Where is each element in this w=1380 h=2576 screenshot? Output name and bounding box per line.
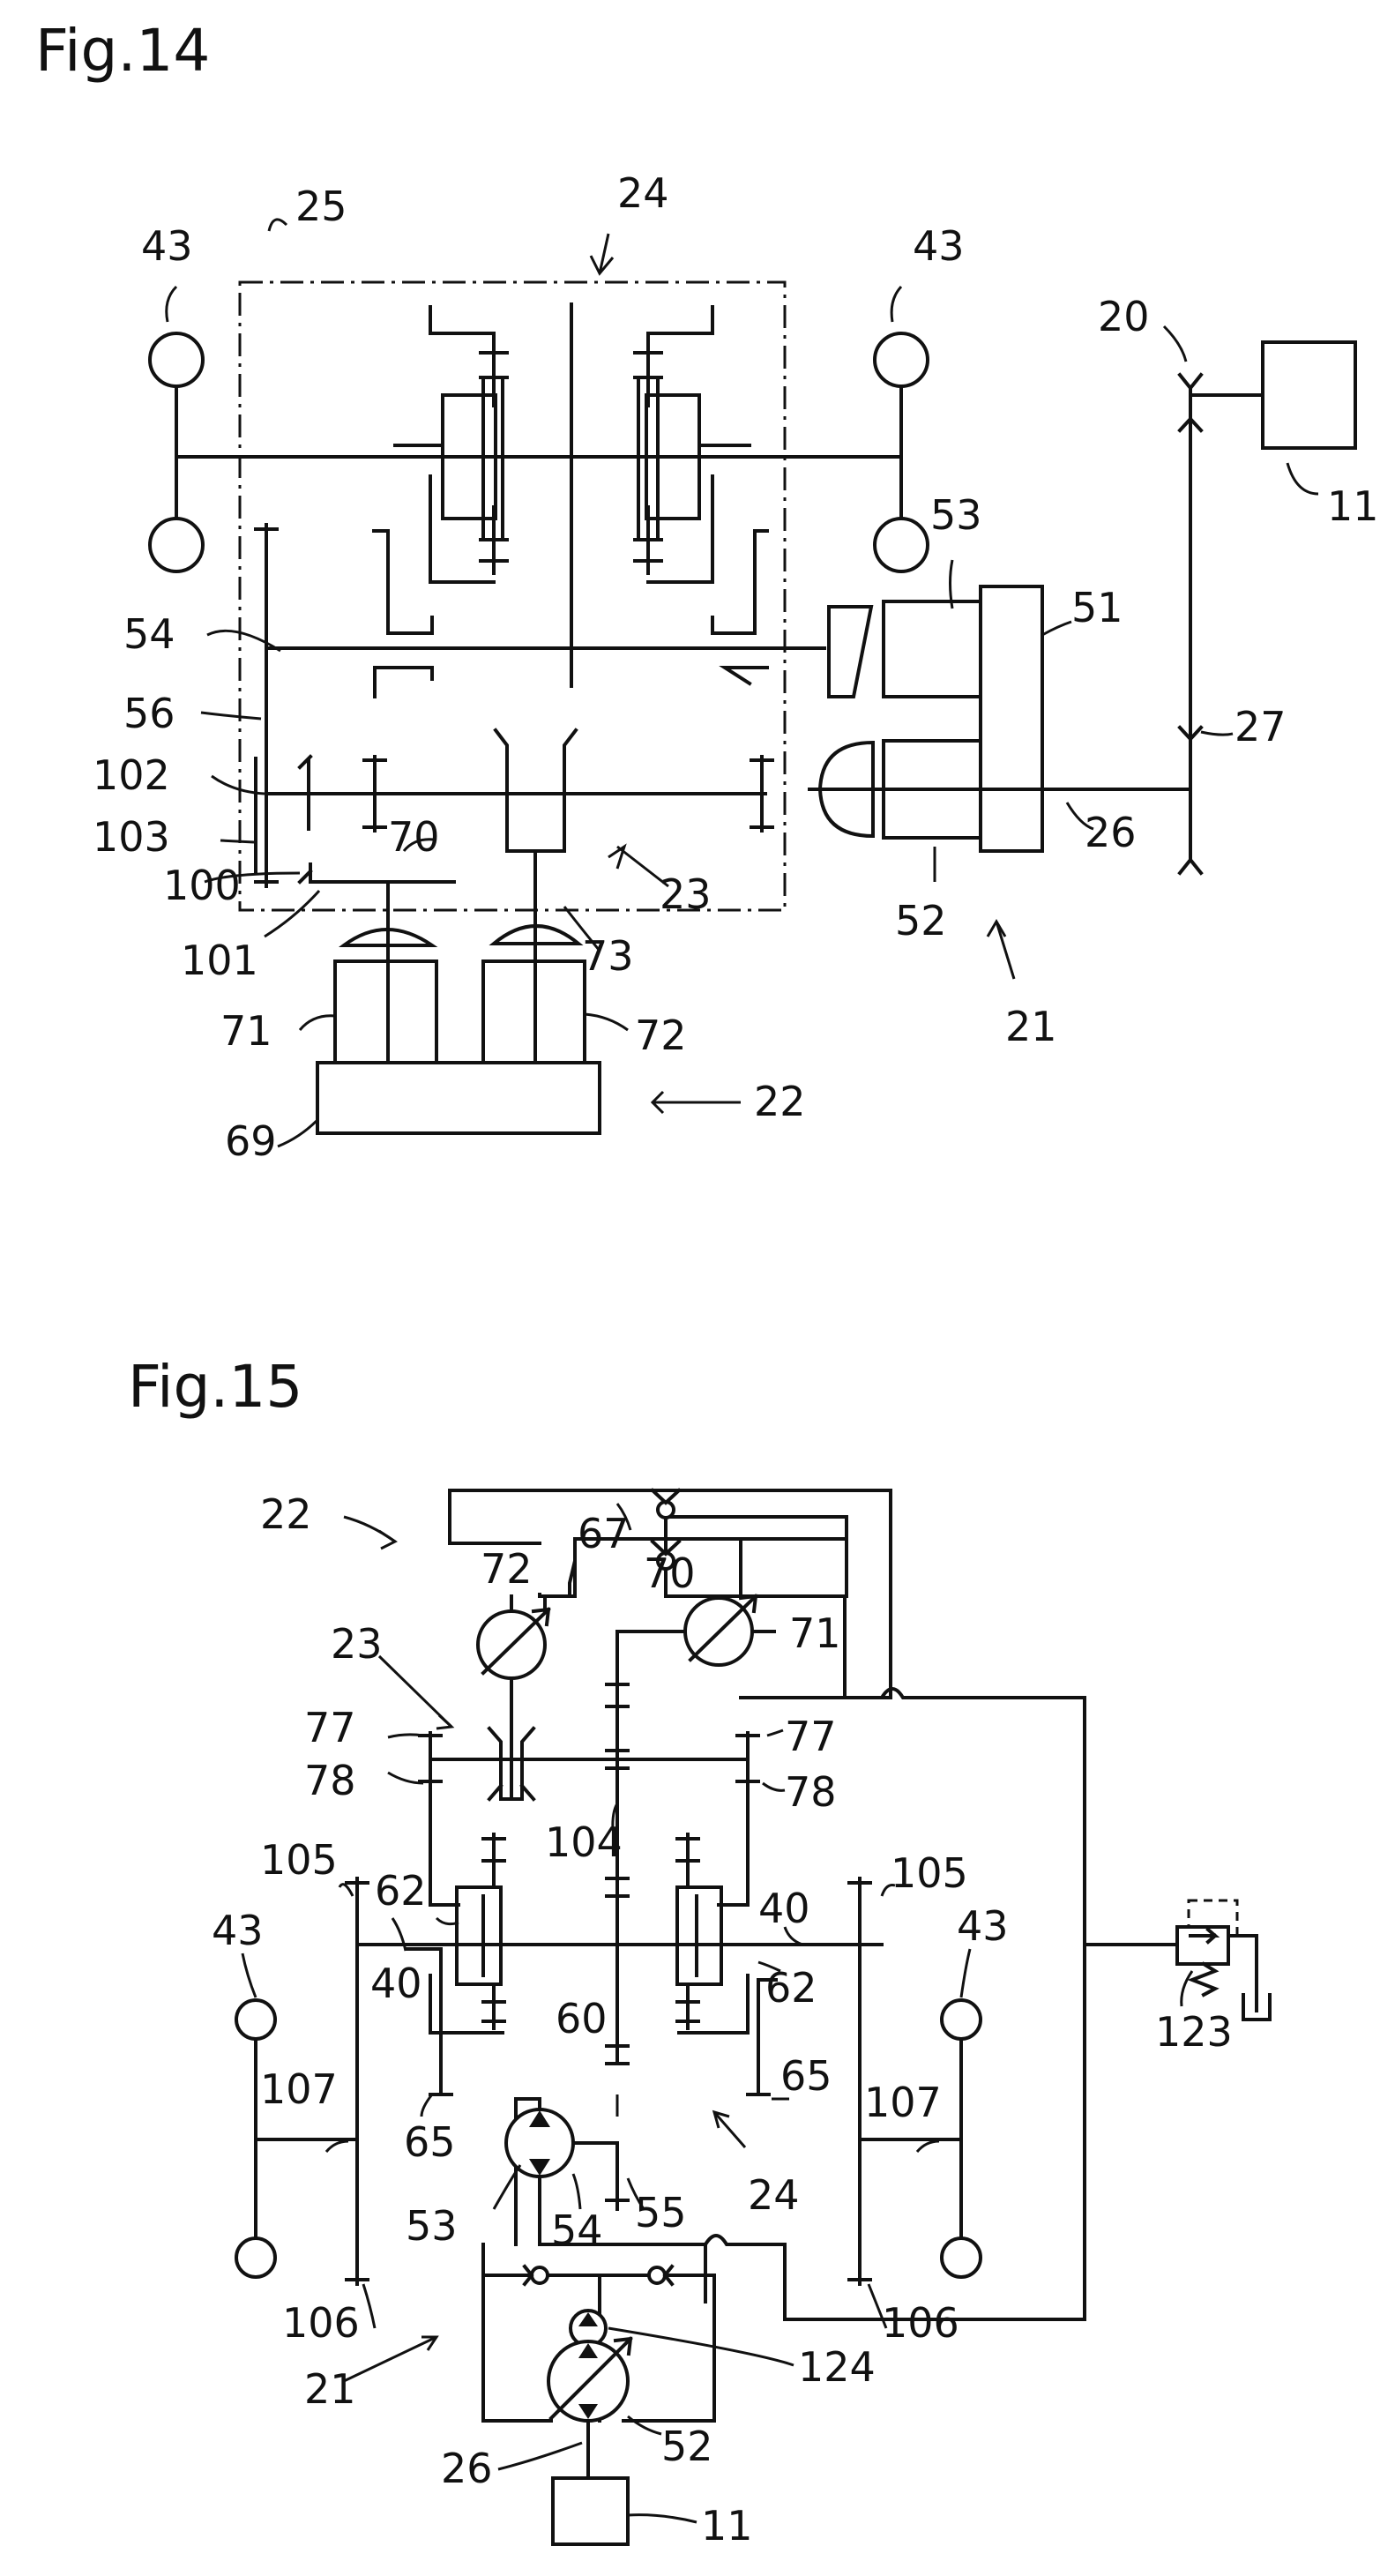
- fig15-label-26: 26: [441, 2445, 493, 2492]
- fig15-label-104: 104: [545, 1818, 623, 1866]
- fig15-label-71: 71: [789, 1609, 841, 1657]
- fig14-label-56: 56: [123, 690, 175, 737]
- fig15-label-53: 53: [406, 2202, 458, 2250]
- fig15-label-54: 54: [551, 2206, 603, 2254]
- fig15-label-40-left: 40: [370, 1960, 422, 2007]
- left-planetary: [374, 307, 507, 633]
- fig14-label-69: 69: [225, 1117, 277, 1165]
- fig14-diagram: Fig.14: [35, 17, 1379, 1165]
- fig15-title: Fig.15: [128, 1353, 302, 1421]
- fig15-label-106-left: 106: [282, 2299, 360, 2347]
- fig15-label-40-right: 40: [758, 1885, 810, 1932]
- block-51: [981, 586, 1042, 851]
- fig14-label-103: 103: [93, 813, 170, 861]
- motor-71: [335, 961, 436, 1063]
- fig14-label-100: 100: [163, 862, 241, 909]
- fig15-label-77-left: 77: [304, 1704, 356, 1751]
- fig14-label-26: 26: [1085, 809, 1137, 856]
- fig15-label-21: 21: [304, 2365, 356, 2413]
- fig15-label-60: 60: [556, 1995, 608, 2042]
- check-valve-left: [532, 2267, 548, 2283]
- wheel-43-left-top: [150, 333, 203, 386]
- fig15-label-65-left: 65: [404, 2118, 456, 2166]
- fig14-label-51: 51: [1071, 584, 1123, 631]
- housing-25: [240, 282, 785, 910]
- wheel-43-right-top: [875, 333, 928, 386]
- fig15-label-43-right: 43: [957, 1902, 1009, 1950]
- fig15-label-77-right: 77: [785, 1713, 837, 1760]
- fig15-label-107-left: 107: [260, 2065, 338, 2113]
- right-planetary: [635, 307, 767, 633]
- fig15-diagram: Fig.15: [128, 1353, 1270, 2550]
- fig14-label-70: 70: [388, 813, 440, 861]
- fig15-label-106-right: 106: [882, 2299, 959, 2347]
- fig14-label-21: 21: [1005, 1003, 1057, 1050]
- wheel-43-left-top: [236, 2000, 275, 2039]
- engine-11: [553, 2478, 628, 2544]
- fig14-label-53: 53: [930, 491, 982, 539]
- fig14-label-23: 23: [660, 870, 712, 918]
- fig15-label-23: 23: [331, 1620, 383, 1668]
- wheel-43-left-bottom: [236, 2238, 275, 2277]
- fig14-label-43-left: 43: [141, 222, 193, 270]
- fig14-label-101: 101: [181, 937, 258, 984]
- fig15-label-105-right: 105: [891, 1849, 968, 1897]
- fig15-label-72: 72: [481, 1545, 533, 1593]
- hydraulic-53: [884, 601, 981, 697]
- wheel-43-left-bottom: [150, 519, 203, 571]
- coupling-53: [829, 607, 871, 697]
- fig15-label-124: 124: [798, 2343, 876, 2391]
- fig14-label-52: 52: [895, 897, 947, 945]
- fig14-label-20: 20: [1098, 293, 1150, 340]
- fig15-label-65-right: 65: [780, 2052, 832, 2100]
- fig14-label-27: 27: [1235, 703, 1287, 750]
- block-69: [317, 1063, 600, 1133]
- fig15-label-78-left: 78: [304, 1757, 356, 1804]
- fig14-label-25: 25: [295, 183, 347, 230]
- fig14-label-72: 72: [635, 1012, 687, 1059]
- fig15-label-105-left: 105: [260, 1836, 338, 1884]
- fig15-label-62-left: 62: [375, 1867, 427, 1915]
- fig15-label-22: 22: [260, 1490, 312, 1538]
- fig14-label-24: 24: [617, 169, 669, 217]
- fig15-label-55: 55: [635, 2189, 687, 2236]
- fig14-label-11: 11: [1327, 482, 1379, 530]
- fig15-label-24: 24: [748, 2171, 800, 2219]
- wheel-43-right-top: [942, 2000, 981, 2039]
- relief-valve-123: [1177, 1900, 1270, 2020]
- fig15-label-43-left: 43: [212, 1907, 264, 1954]
- wheel-43-right-bottom: [875, 519, 928, 571]
- fig15-label-11: 11: [701, 2502, 753, 2550]
- fig15-label-107-right: 107: [864, 2079, 942, 2126]
- wheel-43-right-bottom: [942, 2238, 981, 2277]
- check-valve-right: [649, 2267, 665, 2283]
- fig15-label-78-right: 78: [785, 1768, 837, 1816]
- fig14-label-73: 73: [582, 932, 634, 980]
- fig14-label-102: 102: [93, 751, 170, 799]
- fig15-label-70: 70: [644, 1549, 696, 1597]
- fig14-label-43-right: 43: [913, 222, 965, 270]
- fig14-label-54: 54: [123, 610, 175, 658]
- engine-11: [1263, 342, 1355, 448]
- fig14-title: Fig.14: [35, 17, 210, 85]
- fig14-label-71: 71: [220, 1007, 272, 1055]
- fig15-label-62-right: 62: [765, 1964, 817, 2012]
- fig14-label-22: 22: [754, 1078, 806, 1125]
- fig15-label-52: 52: [661, 2423, 713, 2470]
- fig15-label-67: 67: [578, 1510, 630, 1557]
- fig15-label-123: 123: [1155, 2008, 1233, 2056]
